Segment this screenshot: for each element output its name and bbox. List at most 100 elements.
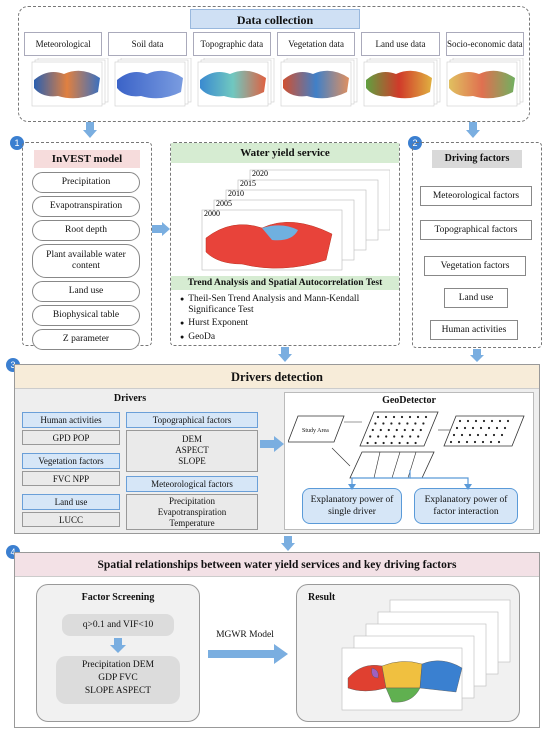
- sample-point: [457, 440, 461, 444]
- sample-point: [498, 419, 502, 423]
- sample-point: [382, 441, 385, 445]
- basin-map: [366, 70, 432, 99]
- invest-item-2: Root depth: [32, 220, 140, 241]
- sample-point: [476, 433, 480, 437]
- sample-point: [374, 422, 377, 425]
- screening-criterion: q>0.1 and VIF<10: [62, 614, 174, 636]
- selected-factors-line-0: Precipitation DEM: [81, 660, 155, 670]
- sample-point: [371, 428, 374, 432]
- sample-point: [408, 415, 412, 419]
- sample-point: [424, 415, 428, 419]
- bullet-icon: ●: [180, 333, 185, 341]
- study-area-label: Study Area: [302, 428, 329, 434]
- meteorological-factors-values: Precipitation Evapotranspiration Tempera…: [126, 494, 258, 530]
- human-activities-header: Human activities: [22, 412, 120, 428]
- year-label: 2005: [216, 199, 232, 208]
- invest-item-3: Plant available water content: [32, 244, 140, 278]
- drivers-title: Drivers: [113, 393, 147, 404]
- bullet-icon: ●: [180, 295, 185, 303]
- sample-point: [374, 441, 377, 445]
- sample-point: [384, 415, 388, 419]
- sample-point: [449, 440, 453, 444]
- driving-title: Driving factors: [432, 150, 522, 168]
- sample-point: [376, 415, 380, 419]
- sample-point: [482, 419, 486, 423]
- factor-interaction-box: Explanatory power of factor interaction: [414, 488, 518, 524]
- sample-point: [468, 433, 472, 437]
- met-value-2: Temperature: [169, 518, 215, 528]
- topo-value-0: DEM: [182, 434, 202, 444]
- trend-method-label: GeoDa: [188, 332, 216, 342]
- driving-item-0: Meteorological factors: [420, 186, 532, 206]
- factor-interaction-label: Explanatory power of factor interaction: [424, 495, 508, 517]
- vegetation-factors-values: FVC NPP: [22, 471, 120, 486]
- sample-point: [455, 426, 459, 430]
- geodetector-title: GeoDetector: [382, 395, 436, 406]
- basin-map: [449, 70, 515, 99]
- sample-point: [411, 428, 414, 432]
- arrow-water-yield-to-detection: [278, 347, 292, 362]
- sample-point: [387, 428, 390, 432]
- selected-factors-box: Precipitation DEM GDP FVC SLOPE ASPECT: [56, 656, 180, 704]
- sample-point: [401, 435, 404, 438]
- sample-point: [398, 441, 401, 445]
- trend-method-1: ●Hurst Exponent: [180, 318, 392, 329]
- met-value-0: Precipitation: [169, 496, 215, 506]
- water-yield-map: [205, 222, 333, 269]
- selected-factors-line-1: GDP FVC: [98, 673, 138, 683]
- topographical-factors-values: DEM ASPECT SLOPE: [126, 430, 258, 472]
- factor-screening-title: Factor Screening: [81, 592, 155, 603]
- met-value-1: Evapotranspiration: [157, 507, 227, 517]
- sample-point: [379, 428, 382, 432]
- sample-point: [414, 422, 417, 425]
- sample-point: [385, 435, 388, 438]
- trend-method-label: Theil-Sen Trend Analysis and Mann-Kendal…: [188, 294, 360, 315]
- arrow-detection-to-spatial: [281, 536, 295, 551]
- sample-point: [406, 422, 409, 425]
- sample-point: [465, 440, 469, 444]
- basin-map: [34, 70, 100, 99]
- basin-map: [117, 70, 183, 99]
- arrow-drivers-to-geodetector: [260, 436, 284, 452]
- invest-item-0: Precipitation: [32, 172, 140, 193]
- result-map-region: [385, 687, 421, 703]
- sample-point: [471, 426, 475, 430]
- sample-point: [414, 441, 417, 445]
- sample-point: [409, 435, 412, 438]
- year-label: 2020: [252, 169, 268, 178]
- bullet-icon: ●: [180, 319, 185, 327]
- single-driver-box: Explanatory power of single driver: [302, 488, 402, 524]
- arrow-dc-to-invest: [83, 122, 97, 138]
- human-activities-values: GPD POP: [22, 430, 120, 445]
- driving-panel: [412, 142, 542, 348]
- data-tab-0: Meteorological: [24, 32, 103, 56]
- sample-point: [490, 419, 494, 423]
- driving-item-4: Human activities: [430, 320, 518, 340]
- invest-title: InVEST model: [34, 150, 140, 168]
- data-collection-title: Data collection: [190, 9, 360, 29]
- year-label: 2015: [240, 179, 256, 188]
- sample-point: [484, 433, 488, 437]
- data-tab-3: Vegetation data: [277, 32, 356, 56]
- sample-point: [416, 415, 420, 419]
- data-tab-5: Socio-economic data: [445, 32, 524, 56]
- data-collection-maps: [31, 58, 524, 107]
- result-title: Result: [308, 592, 336, 603]
- sample-point: [382, 422, 385, 425]
- detection-title: Drivers detection: [15, 365, 539, 389]
- sample-point: [492, 433, 496, 437]
- sample-point: [390, 422, 393, 425]
- sample-point: [481, 440, 485, 444]
- sample-point: [500, 433, 504, 437]
- topographical-factors-header: Topographical factors: [126, 412, 258, 428]
- arrow-screening-to-result: [208, 644, 288, 664]
- sample-point: [474, 419, 478, 423]
- trend-title: Trend Analysis and Spatial Autocorrelati…: [171, 276, 399, 290]
- section-1-badge: 1: [10, 136, 24, 150]
- trend-method-label: Hurst Exponent: [188, 318, 249, 328]
- trend-method-2: ●GeoDa: [180, 332, 392, 343]
- arrow-invest-to-water-yield: [152, 222, 170, 236]
- sample-point: [466, 419, 470, 423]
- sample-point: [369, 435, 372, 438]
- sample-point: [460, 433, 464, 437]
